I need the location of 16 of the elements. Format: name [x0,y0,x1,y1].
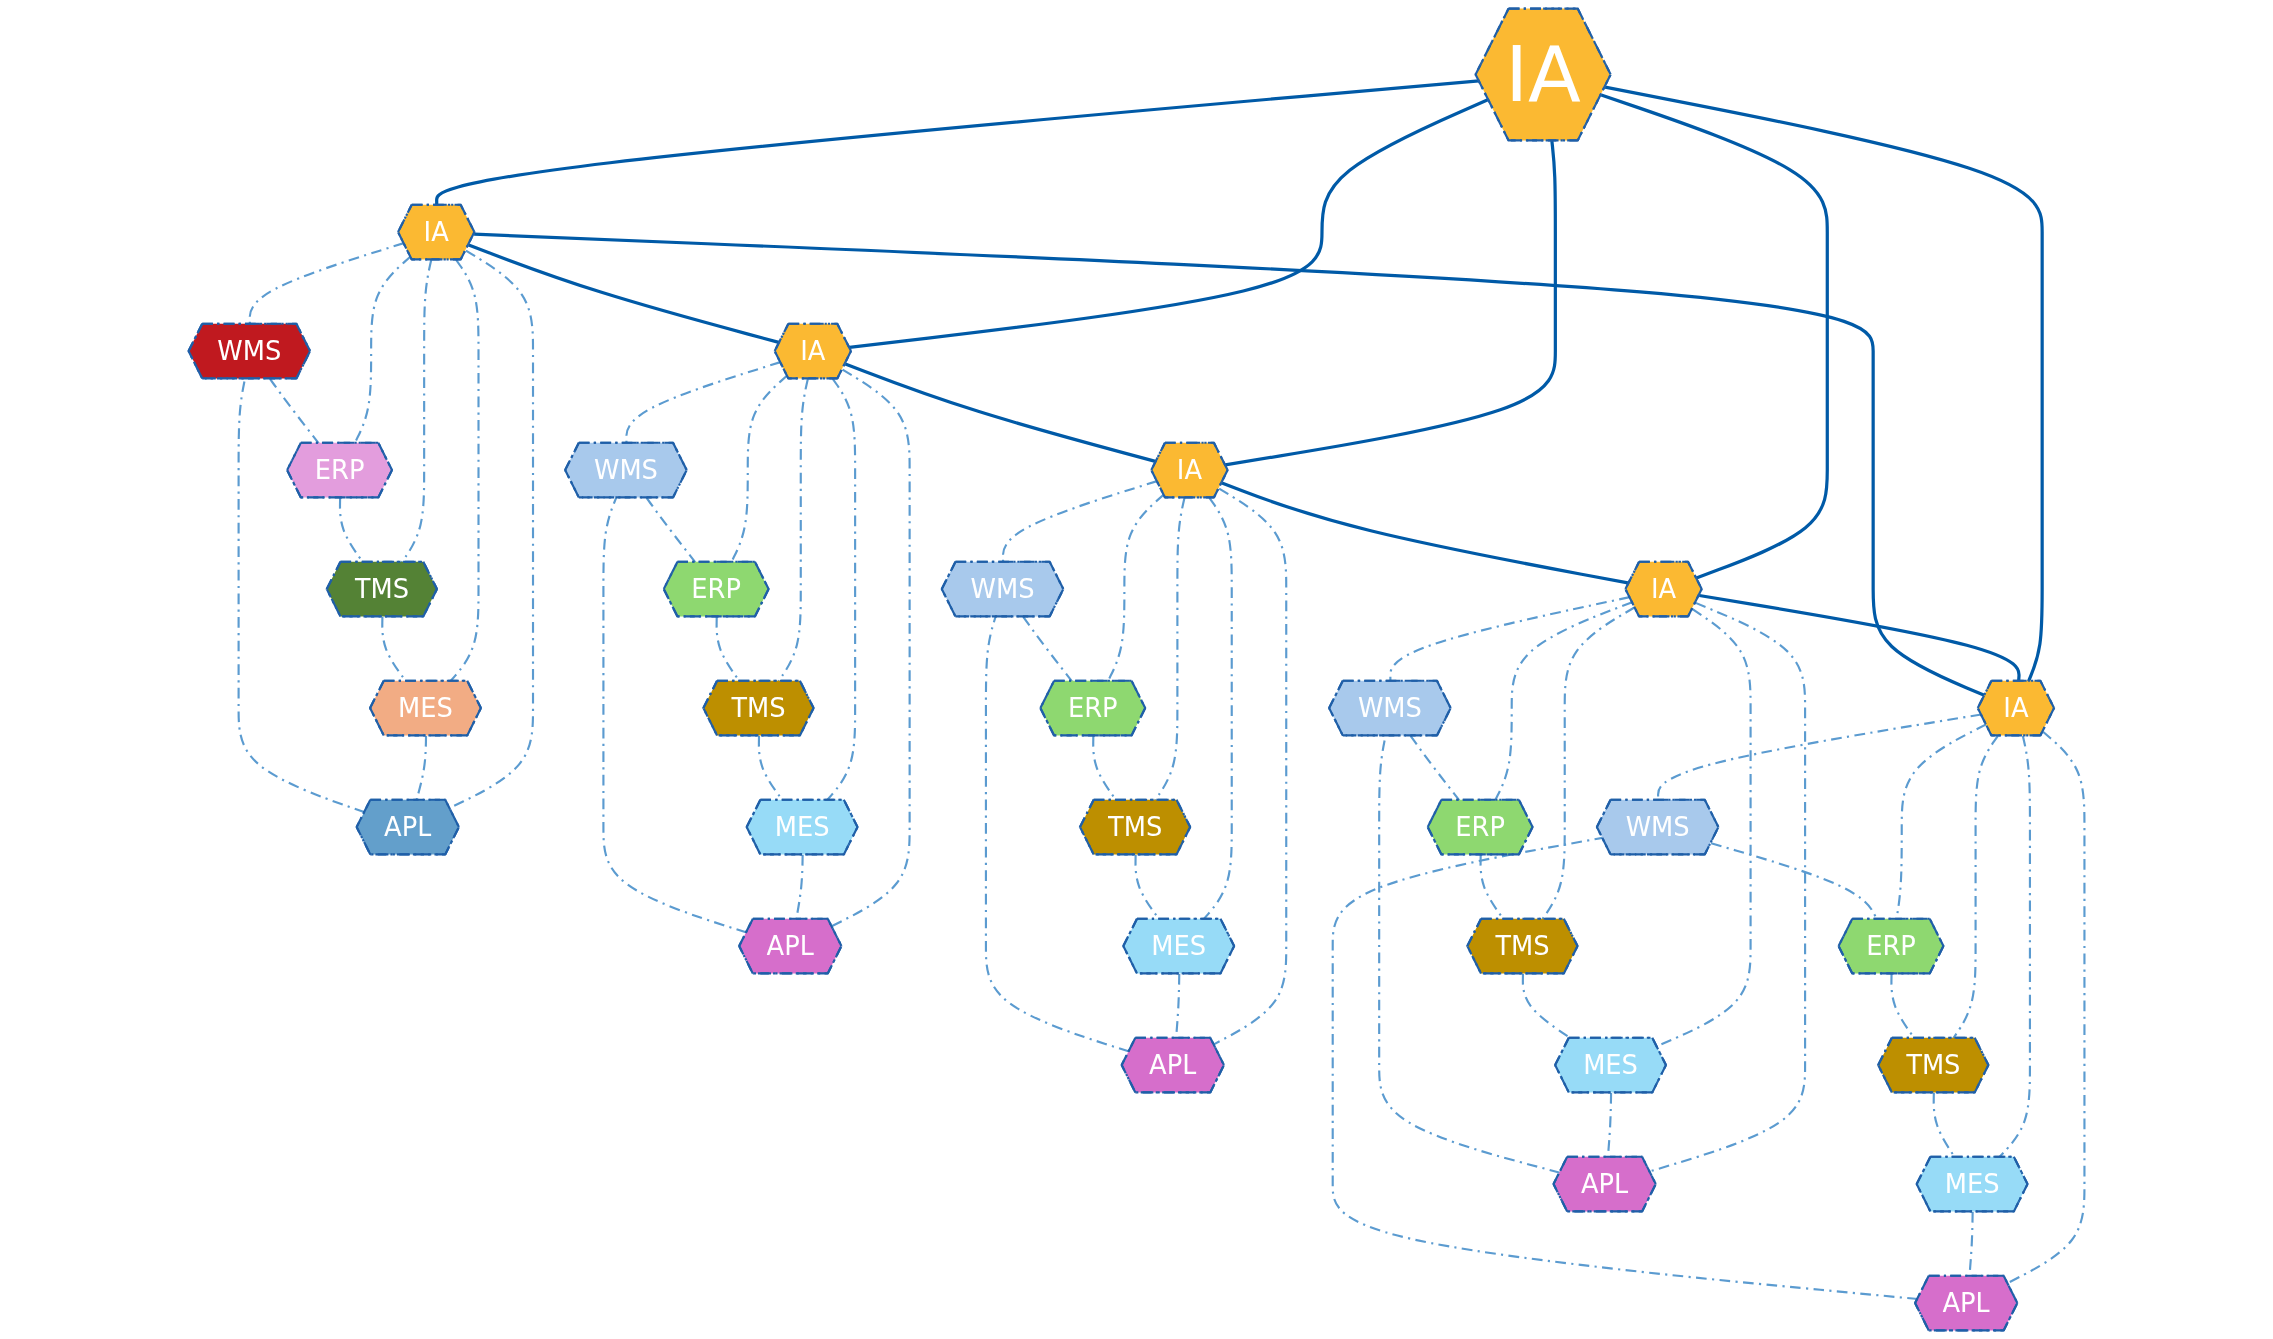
connector [248,242,405,325]
connector [984,616,1130,1053]
connector [1001,480,1158,563]
connector [1331,836,1918,1301]
connector [625,361,781,444]
connector [1600,93,1829,580]
connector [1649,601,1807,1173]
connector [449,249,535,809]
connector [474,232,1986,697]
connector [849,98,1490,349]
connector [1213,487,1288,1046]
connector [1225,140,1557,467]
connector [831,368,911,928]
connector [1221,481,1630,585]
connector [415,735,428,801]
connector [2007,730,2086,1284]
